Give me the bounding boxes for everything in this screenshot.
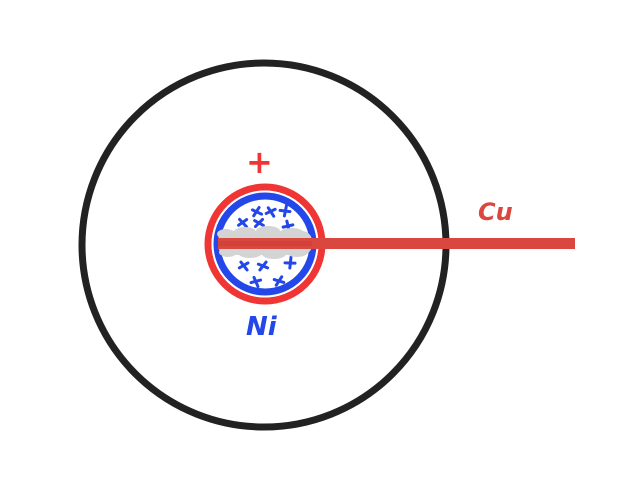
nickel-label: Ni bbox=[246, 312, 277, 342]
charge-marker-icon bbox=[249, 275, 263, 289]
charge-marker-icon bbox=[237, 260, 250, 272]
charge-marker-icon bbox=[253, 217, 265, 229]
positive-charge-label: + bbox=[246, 143, 273, 181]
charge-marker-icon bbox=[272, 275, 286, 287]
charge-marker-icon bbox=[283, 255, 297, 270]
charge-marker-icon bbox=[264, 206, 277, 218]
charge-marker-icon bbox=[250, 205, 264, 218]
charge-marker-icon bbox=[237, 217, 249, 229]
copper-wire-core-highlight bbox=[218, 241, 312, 246]
charge-markers bbox=[237, 204, 297, 289]
charge-marker-icon bbox=[256, 260, 270, 272]
copper-wire bbox=[218, 238, 575, 249]
charge-marker-icon bbox=[278, 204, 292, 218]
copper-label: Cu bbox=[478, 198, 513, 226]
